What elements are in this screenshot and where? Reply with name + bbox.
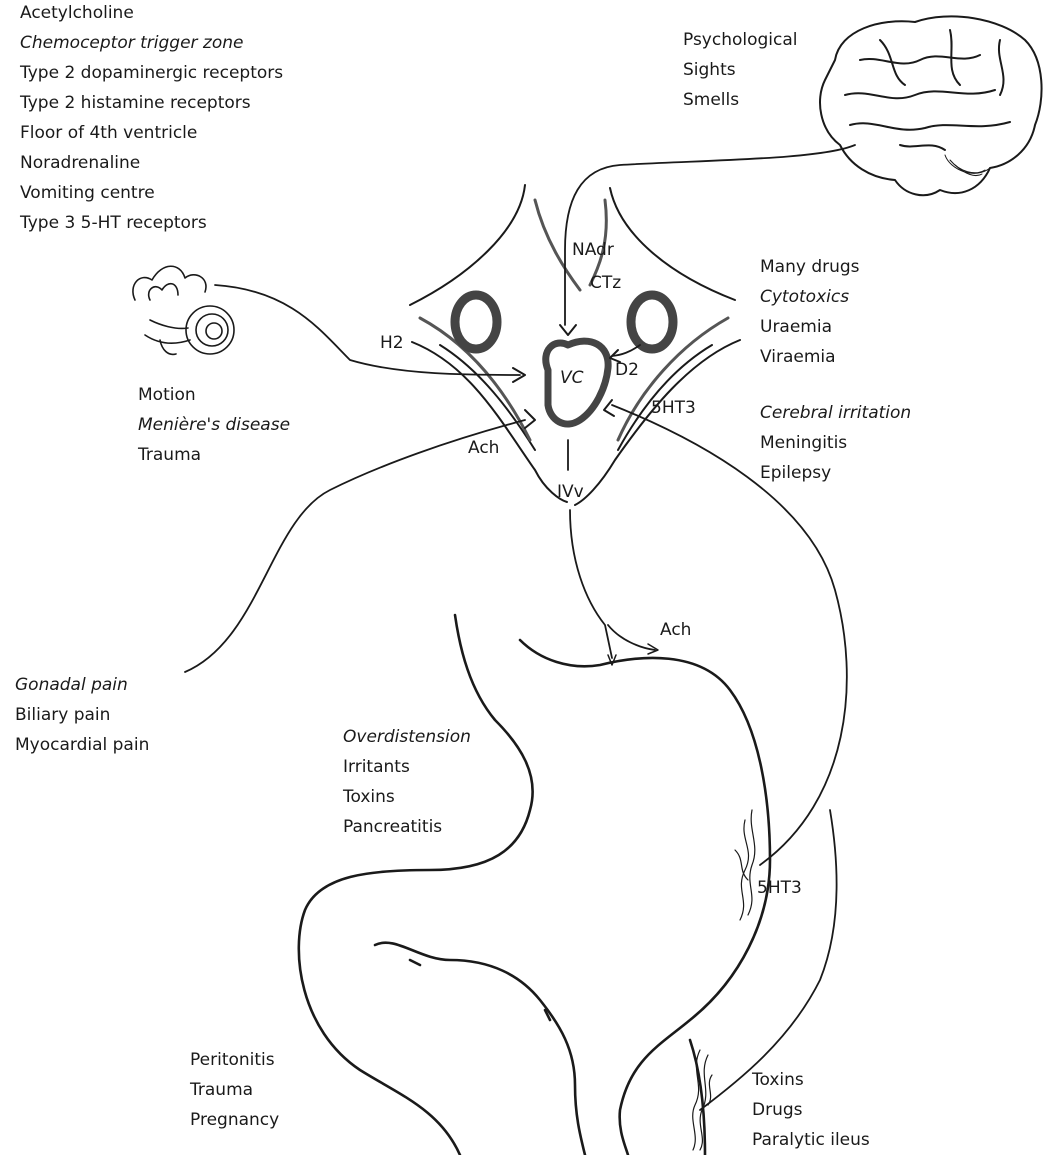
label-h2: H2 [380, 333, 404, 353]
cause-item: Myocardial pain [15, 730, 149, 760]
neural-pathways [185, 145, 855, 1110]
cause-item: Trauma [190, 1075, 279, 1105]
intestinal-causes: Toxins Drugs Paralytic ileus [752, 1065, 870, 1155]
key-item: Noradrenaline [20, 148, 283, 178]
label-d2: D2 [615, 360, 639, 380]
ctz-oval-right [631, 295, 673, 349]
cause-item: Irritants [343, 752, 471, 782]
label-ach-centre: Ach [468, 438, 499, 458]
cause-item: Many drugs [760, 252, 860, 282]
stomach-inner-curve [375, 943, 585, 1155]
cerebral-causes: Cerebral irritation Meningitis Epilepsy [760, 398, 911, 488]
label-ctz: CTz [590, 273, 621, 293]
key-item: Floor of 4th ventricle [20, 118, 283, 148]
peritoneal-causes: Peritonitis Trauma Pregnancy [190, 1045, 279, 1135]
gastric-causes: Overdistension Irritants Toxins Pancreat… [343, 722, 471, 842]
oesophagus-left [299, 615, 533, 1155]
label-vagal-efferent: IVv [557, 482, 584, 502]
label-5ht3-centre: 5HT3 [651, 398, 696, 418]
key-item: Type 3 5-HT receptors [20, 208, 283, 238]
key-item: Acetylcholine [20, 0, 283, 28]
cause-item: Toxins [343, 782, 471, 812]
cause-item: Gonadal pain [15, 670, 149, 700]
stomach-upper-curve [520, 640, 770, 1155]
cause-item: Pancreatitis [343, 812, 471, 842]
psychological-causes: Psychological Sights Smells [683, 25, 798, 115]
abbreviation-key: Acetylcholine Chemoceptor trigger zone T… [20, 0, 283, 238]
cause-item: Motion [138, 380, 290, 410]
cause-item: Drugs [752, 1095, 870, 1125]
cause-item: Overdistension [343, 722, 471, 752]
ctz-trigger-causes: Many drugs Cytotoxics Uraemia Viraemia [760, 252, 860, 372]
cause-item: Psychological [683, 25, 798, 55]
cause-item: Peritonitis [190, 1045, 279, 1075]
cause-item: Meningitis [760, 428, 911, 458]
label-ach-stomach: Ach [660, 620, 691, 640]
key-item: Vomiting centre [20, 178, 283, 208]
cause-item: Toxins [752, 1065, 870, 1095]
key-item: Type 2 dopaminergic receptors [20, 58, 283, 88]
cause-item: Trauma [138, 440, 290, 470]
cause-item: Cytotoxics [760, 282, 860, 312]
label-vomiting-centre: VC [560, 368, 584, 388]
cause-item: Paralytic ileus [752, 1125, 870, 1155]
cause-item: Sights [683, 55, 798, 85]
key-item: Chemoceptor trigger zone [20, 28, 283, 58]
cause-item: Biliary pain [15, 700, 149, 730]
ctz-oval-left [455, 295, 497, 349]
key-item: Type 2 histamine receptors [20, 88, 283, 118]
label-5ht3-stomach: 5HT3 [757, 878, 802, 898]
cause-item: Smells [683, 85, 798, 115]
cause-item: Cerebral irritation [760, 398, 911, 428]
label-noradrenaline: NAdr [572, 240, 614, 260]
visceral-pain-causes: Gonadal pain Biliary pain Myocardial pai… [15, 670, 149, 760]
cause-item: Uraemia [760, 312, 860, 342]
brain-illustration [820, 16, 1042, 195]
vestibular-causes: Motion Menière's disease Trauma [138, 380, 290, 470]
inner-ear-illustration [133, 266, 234, 354]
cause-item: Viraemia [760, 342, 860, 372]
cause-item: Epilepsy [760, 458, 911, 488]
cause-item: Menière's disease [138, 410, 290, 440]
cause-item: Pregnancy [190, 1105, 279, 1135]
stomach-illustration [299, 615, 770, 1155]
